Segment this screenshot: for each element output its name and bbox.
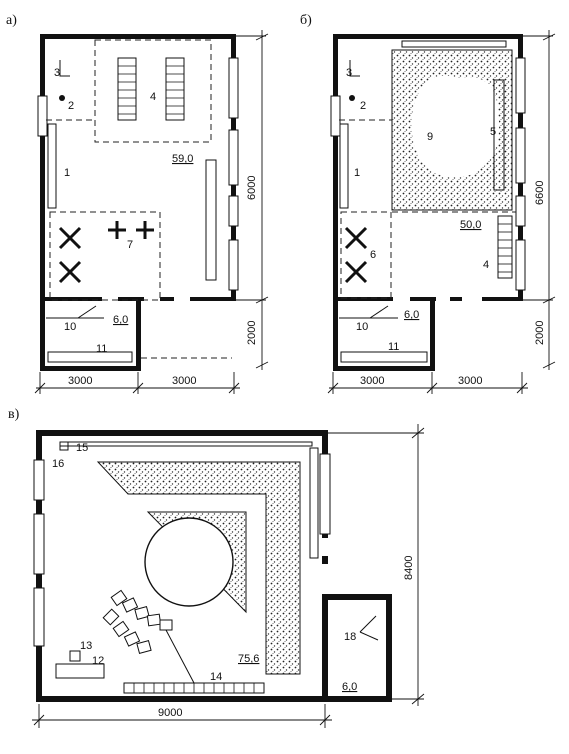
- plan-c-label-18: 18: [344, 631, 356, 643]
- plan-b-label-10: 10: [356, 321, 368, 333]
- plan-c: в): [8, 407, 425, 728]
- plan-b-label-1: 1: [354, 167, 360, 179]
- plan-b-windows: [330, 40, 526, 291]
- plan-a: а): [6, 13, 269, 394]
- plan-c-item-15: [59, 441, 69, 451]
- plan-a-dim-left: 3000: [68, 375, 92, 387]
- plan-b-dim-annex: 2000: [534, 321, 546, 345]
- plan-c-round-stand: [144, 517, 234, 607]
- plan-a-item-2-dot: [59, 95, 65, 101]
- plan-c-label-14: 14: [210, 671, 222, 683]
- plan-b-item-3-shape: [349, 60, 360, 77]
- plan-a-label-7: 7: [127, 239, 133, 251]
- plan-c-item-18: [359, 615, 379, 641]
- plan-c-table-12: [55, 663, 105, 679]
- plan-b: б): [300, 13, 556, 394]
- plan-a-letter: а): [6, 13, 17, 28]
- plan-c-label-15: 15: [76, 442, 88, 454]
- plan-b-dim-left: 3000: [360, 375, 384, 387]
- plan-c-dim-height: 8400: [403, 556, 415, 580]
- plan-c-area-annex: 6,0: [342, 681, 357, 693]
- plan-b-label-6: 6: [370, 249, 376, 261]
- plan-c-bench-14: [123, 629, 265, 694]
- plan-b-equipment-6: [344, 226, 368, 284]
- plan-a-label-4: 4: [150, 91, 156, 103]
- plan-b-label-3: 3: [346, 67, 352, 79]
- plan-b-area-annex: 6,0: [404, 309, 419, 321]
- plan-b-stairs: [497, 215, 513, 279]
- plan-a-label-3: 3: [54, 67, 60, 79]
- plan-a-dim-height: 6000: [246, 176, 258, 200]
- plan-c-dim-width: 9000: [158, 707, 182, 719]
- plan-b-dim-height: 6600: [534, 181, 546, 205]
- plan-a-label-11: 11: [96, 343, 107, 355]
- plan-b-bench-5: [493, 79, 505, 191]
- plan-c-label-13: 13: [80, 640, 92, 652]
- plan-b-shelf: [339, 123, 349, 209]
- plan-c-dimensions: [32, 424, 425, 728]
- plan-b-label-9: 9: [427, 131, 433, 143]
- plan-b-item-2-dot: [349, 95, 355, 101]
- plan-b-letter: б): [300, 13, 312, 28]
- plan-c-label-12: 12: [92, 655, 104, 667]
- plan-a-racks: [117, 57, 217, 281]
- plan-c-letter: в): [8, 407, 20, 422]
- plan-b-area-main: 50,0: [460, 219, 481, 231]
- plan-a-dim-right: 3000: [172, 375, 196, 387]
- plan-c-area-main: 75,6: [238, 653, 259, 665]
- plan-b-label-4: 4: [483, 259, 489, 271]
- plan-b-annex: [339, 305, 428, 363]
- plan-a-dimensions: [34, 30, 269, 394]
- plan-b-dim-right: 3000: [458, 375, 482, 387]
- plan-a-dim-annex: 2000: [246, 321, 258, 345]
- plan-c-seating: [102, 589, 173, 654]
- plan-a-zones: [46, 39, 212, 301]
- plan-a-windows: [37, 57, 239, 291]
- plan-b-dimensions: [327, 30, 556, 394]
- plan-c-item-13: [69, 650, 81, 662]
- plan-a-shelf: [47, 123, 57, 209]
- plan-b-label-5: 5: [490, 126, 496, 138]
- plan-a-label-10: 10: [64, 321, 76, 333]
- plan-a-annex: [46, 305, 232, 363]
- plan-a-label-2: 2: [68, 100, 74, 112]
- plan-c-partition-l: [96, 461, 301, 675]
- plan-a-label-1: 1: [64, 167, 70, 179]
- plan-b-zone-9-clearing: [411, 75, 500, 178]
- plan-b-zones: [339, 119, 516, 299]
- plan-a-equipment-7: [58, 221, 154, 284]
- plan-a-area-main: 59,0: [172, 153, 193, 165]
- plan-a-area-annex: 6,0: [113, 314, 128, 326]
- plan-a-item-3-shape: [59, 60, 70, 77]
- plan-b-label-2: 2: [360, 100, 366, 112]
- plan-b-label-11: 11: [388, 341, 399, 353]
- plan-c-label-16: 16: [52, 458, 64, 470]
